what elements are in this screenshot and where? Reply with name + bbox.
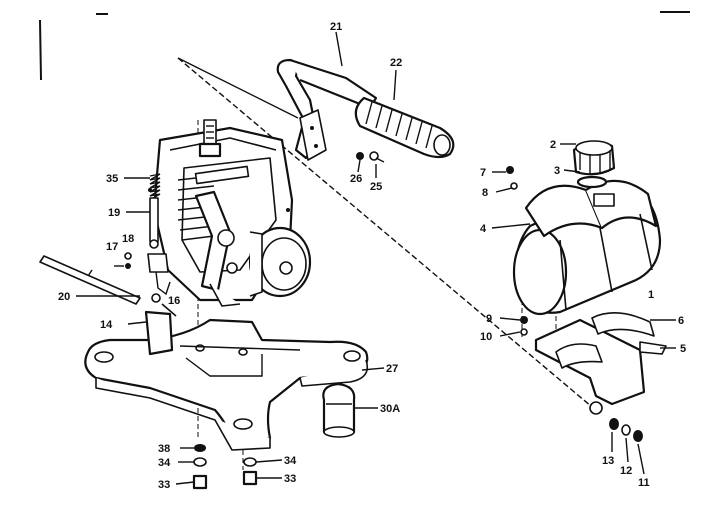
callout-22: 22 [390,57,402,69]
engine-drawing [152,119,312,307]
callout-5: 5 [680,343,686,355]
callout-19: 19 [108,207,120,219]
callout-38: 38 [158,443,170,455]
callout-20: 20 [58,291,70,303]
callout-2: 2 [550,139,556,151]
bottom-fasteners [192,444,258,490]
callout-25: 25 [370,181,382,193]
callout-26: 26 [350,173,362,185]
callout-7: 7 [480,167,486,179]
fuel-tank-drawing [512,140,662,316]
callout-3: 3 [554,165,560,177]
callout-14: 14 [100,319,113,331]
callout-34-left: 34 [158,457,171,469]
callout-17: 17 [106,241,118,253]
handle-drawing [276,58,455,163]
callout-21: 21 [330,21,342,33]
callout-12: 12 [620,465,632,477]
callout-1: 1 [648,289,654,301]
callout-10: 10 [480,331,492,343]
callout-6: 6 [678,315,684,327]
callout-30a: 30A [380,403,400,415]
callout-34-right: 34 [284,455,297,467]
callout-16: 16 [168,295,180,307]
tank-bracket-drawing [520,312,667,415]
callout-13: 13 [602,455,614,467]
callout-18: 18 [122,233,134,245]
callout-labels: 21 22 26 25 2 3 7 8 4 1 35 19 17 18 20 1… [58,21,686,491]
callout-8: 8 [482,187,488,199]
callout-35: 35 [106,173,118,185]
rubber-foot-drawing [322,382,356,438]
leader-lines [76,31,676,485]
callout-27: 27 [386,363,398,375]
callout-4: 4 [480,223,487,235]
callout-9: 9 [486,313,492,325]
callout-11: 11 [638,477,650,489]
fasteners-right [609,418,643,442]
callout-33-right: 33 [284,473,296,485]
tank-screws [506,166,518,190]
callout-33-left: 33 [158,479,170,491]
left-parts [39,173,177,356]
